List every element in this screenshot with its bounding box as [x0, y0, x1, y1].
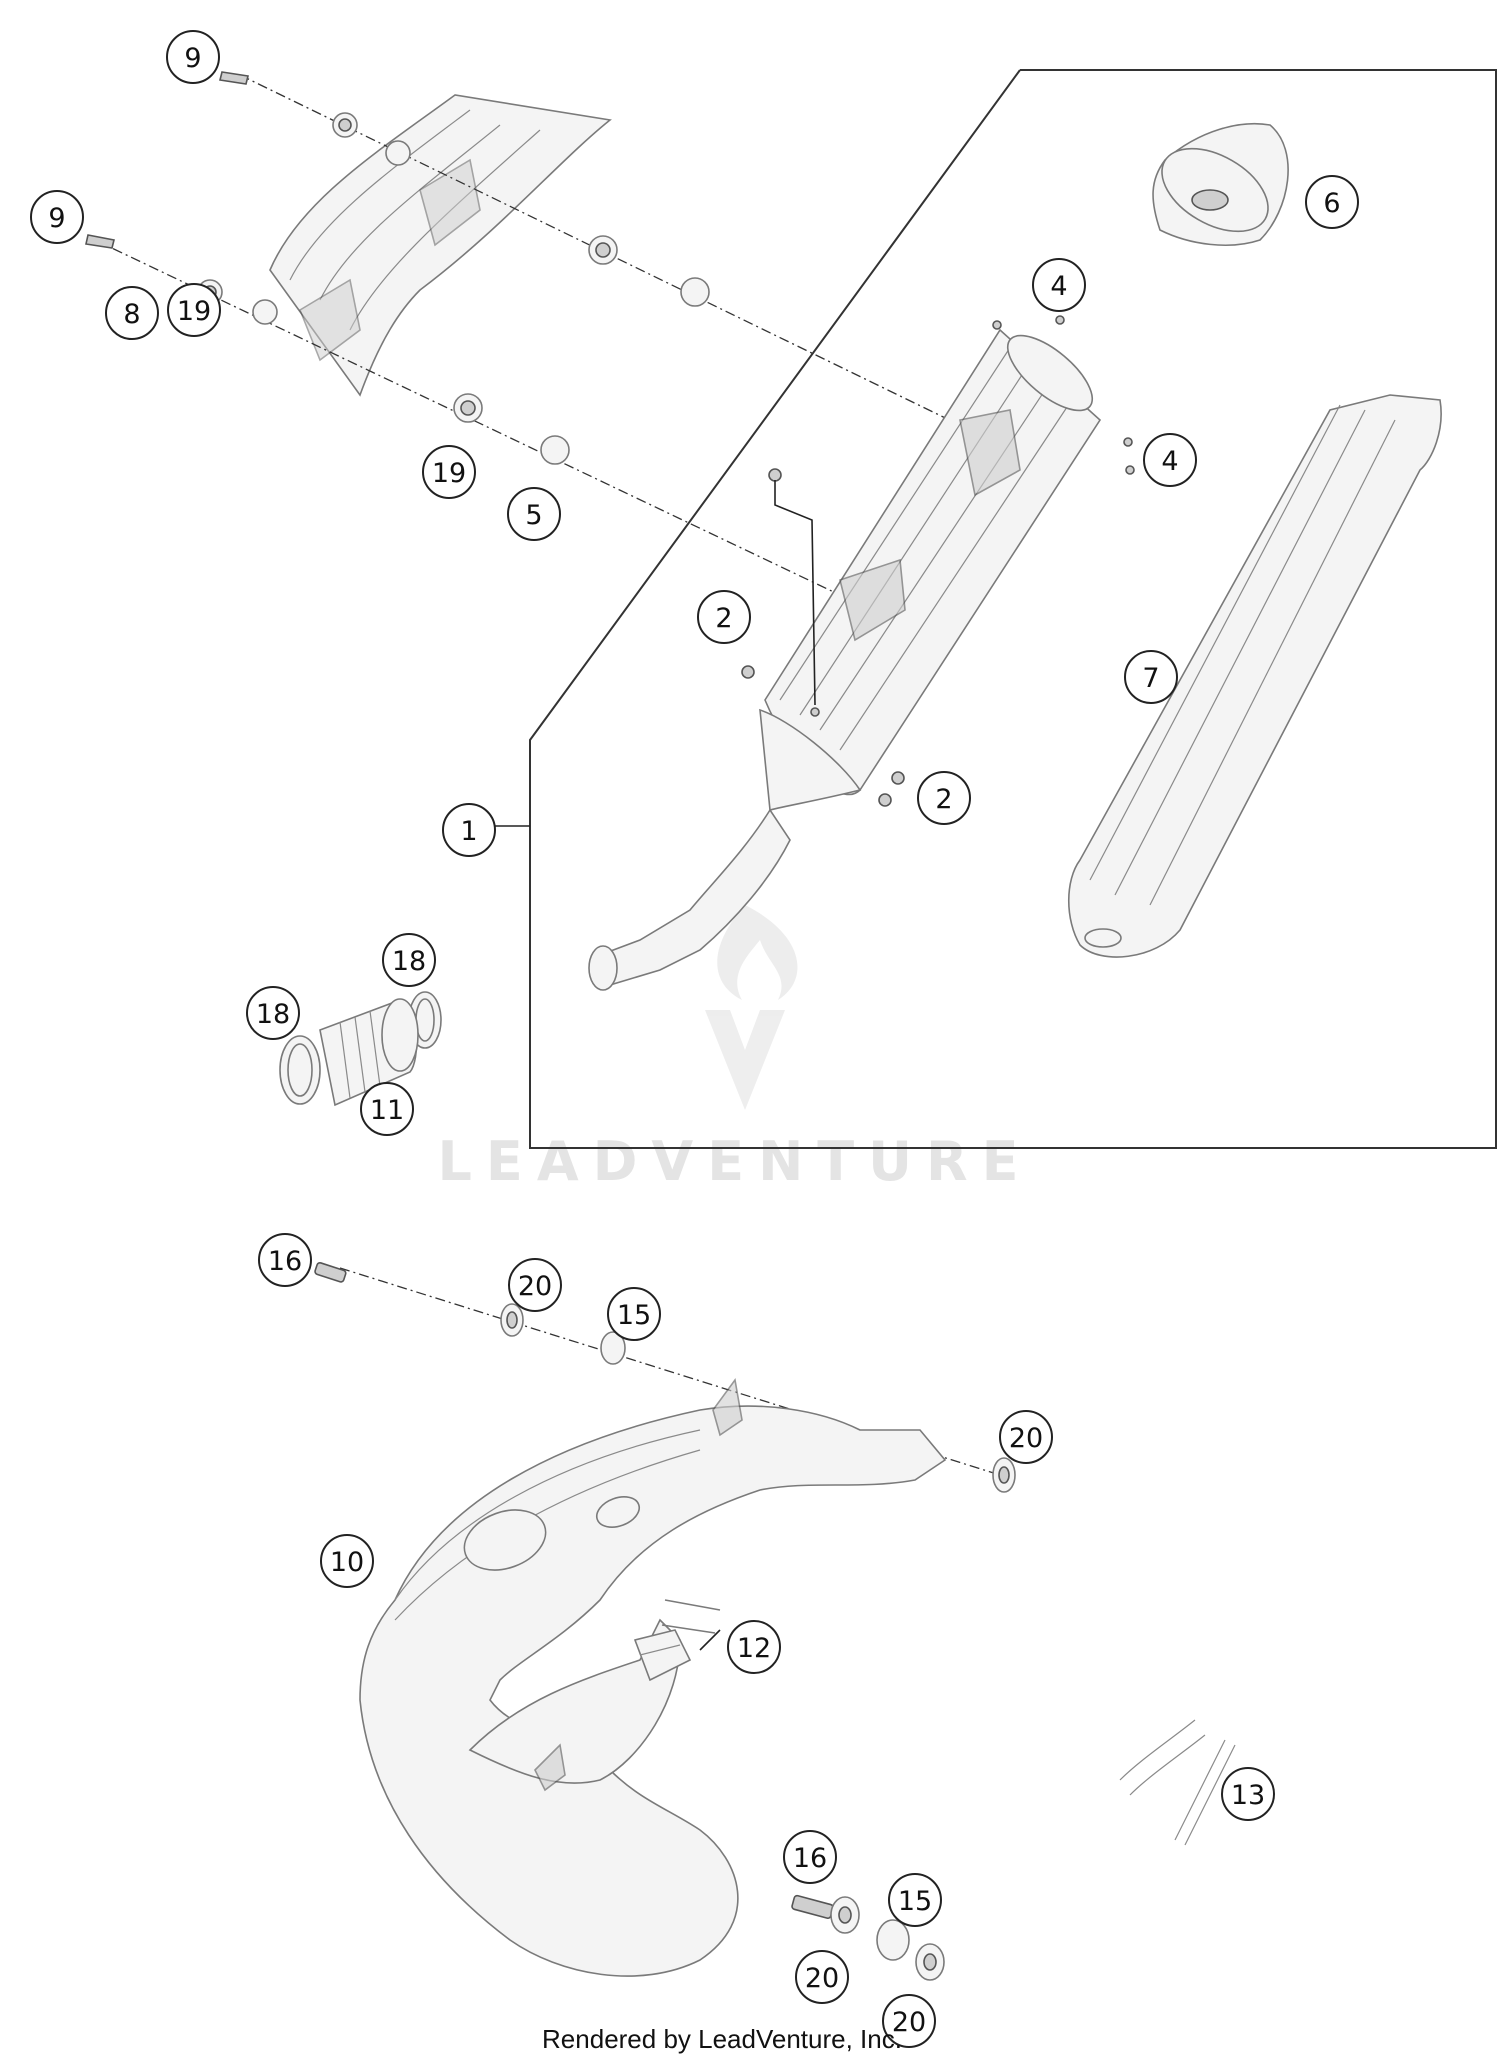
- expansion-chamber: [359, 1378, 947, 1977]
- svg-text:20: 20: [892, 2007, 926, 2038]
- end-cap: [1152, 122, 1289, 246]
- watermark-logo: [705, 905, 798, 1110]
- callout-9-left: 9: [30, 190, 84, 244]
- callout-12: 12: [727, 1620, 781, 1674]
- callout-16-top: 16: [258, 1233, 312, 1287]
- svg-text:9: 9: [48, 203, 65, 234]
- silencer-assembly: [588, 315, 1135, 991]
- callout-20-bottom: 20: [882, 1994, 936, 2048]
- svg-text:18: 18: [256, 999, 290, 1030]
- svg-text:12: 12: [737, 1633, 771, 1664]
- callout-18-left: 18: [246, 986, 300, 1040]
- svg-text:1: 1: [460, 816, 477, 847]
- callout-18-upper: 18: [382, 933, 436, 987]
- lower-bolt-set: [791, 1894, 945, 1981]
- svg-text:4: 4: [1050, 271, 1067, 302]
- svg-text:15: 15: [898, 1886, 932, 1917]
- svg-text:6: 6: [1323, 188, 1340, 219]
- watermark-text: LEADVENTURE: [438, 1130, 1033, 1193]
- callout-20-bottom-left: 20: [795, 1950, 849, 2004]
- svg-text:10: 10: [330, 1547, 364, 1578]
- callout-19-left: 19: [167, 283, 221, 337]
- callout-4-right: 4: [1143, 433, 1197, 487]
- callout-20-top: 20: [508, 1258, 562, 1312]
- svg-text:7: 7: [1142, 663, 1159, 694]
- svg-text:11: 11: [370, 1095, 404, 1126]
- callout-9-top: 9: [166, 30, 220, 84]
- callout-1: 1: [442, 803, 496, 857]
- footer-credit: Rendered by LeadVenture, Inc.: [542, 2024, 902, 2054]
- svg-text:15: 15: [617, 1300, 651, 1331]
- callout-11: 11: [360, 1082, 414, 1136]
- svg-text:4: 4: [1161, 446, 1178, 477]
- lower-mount-axis: [314, 1261, 1016, 1493]
- callout-2-lower: 2: [917, 771, 971, 825]
- svg-text:9: 9: [184, 43, 201, 74]
- svg-text:2: 2: [715, 603, 732, 634]
- callout-4-top: 4: [1032, 258, 1086, 312]
- callout-7: 7: [1124, 650, 1178, 704]
- callout-6: 6: [1305, 175, 1359, 229]
- svg-text:20: 20: [518, 1271, 552, 1302]
- callout-15-top: 15: [607, 1287, 661, 1341]
- svg-text:16: 16: [793, 1843, 827, 1874]
- assembly-frame: [529, 69, 1497, 1149]
- svg-text:2: 2: [935, 784, 952, 815]
- callout-13: 13: [1221, 1767, 1275, 1821]
- svg-text:16: 16: [268, 1246, 302, 1277]
- svg-text:19: 19: [432, 458, 466, 489]
- silencer-outer-shell: [1067, 394, 1442, 958]
- exhaust-connector: [279, 991, 442, 1107]
- mount-axis-upper: [219, 71, 971, 431]
- svg-text:20: 20: [1009, 1423, 1043, 1454]
- callout-19-mid: 19: [422, 445, 476, 499]
- svg-text:5: 5: [525, 500, 542, 531]
- springs: [1119, 1719, 1236, 1846]
- callout-16-bottom: 16: [783, 1830, 837, 1884]
- callout-5: 5: [507, 487, 561, 541]
- svg-text:8: 8: [123, 299, 140, 330]
- o-rings: [661, 1599, 721, 1651]
- callout-20-right: 20: [999, 1410, 1053, 1464]
- silencer-mount-bracket: [269, 94, 612, 397]
- svg-text:20: 20: [805, 1963, 839, 1994]
- svg-text:18: 18: [392, 946, 426, 977]
- screws-part-2: [741, 468, 905, 807]
- callout-15-bottom: 15: [888, 1873, 942, 1927]
- svg-text:19: 19: [177, 296, 211, 327]
- callout-2-upper: 2: [697, 590, 751, 644]
- svg-text:13: 13: [1231, 1780, 1265, 1811]
- callout-8: 8: [105, 286, 159, 340]
- callout-10: 10: [320, 1534, 374, 1588]
